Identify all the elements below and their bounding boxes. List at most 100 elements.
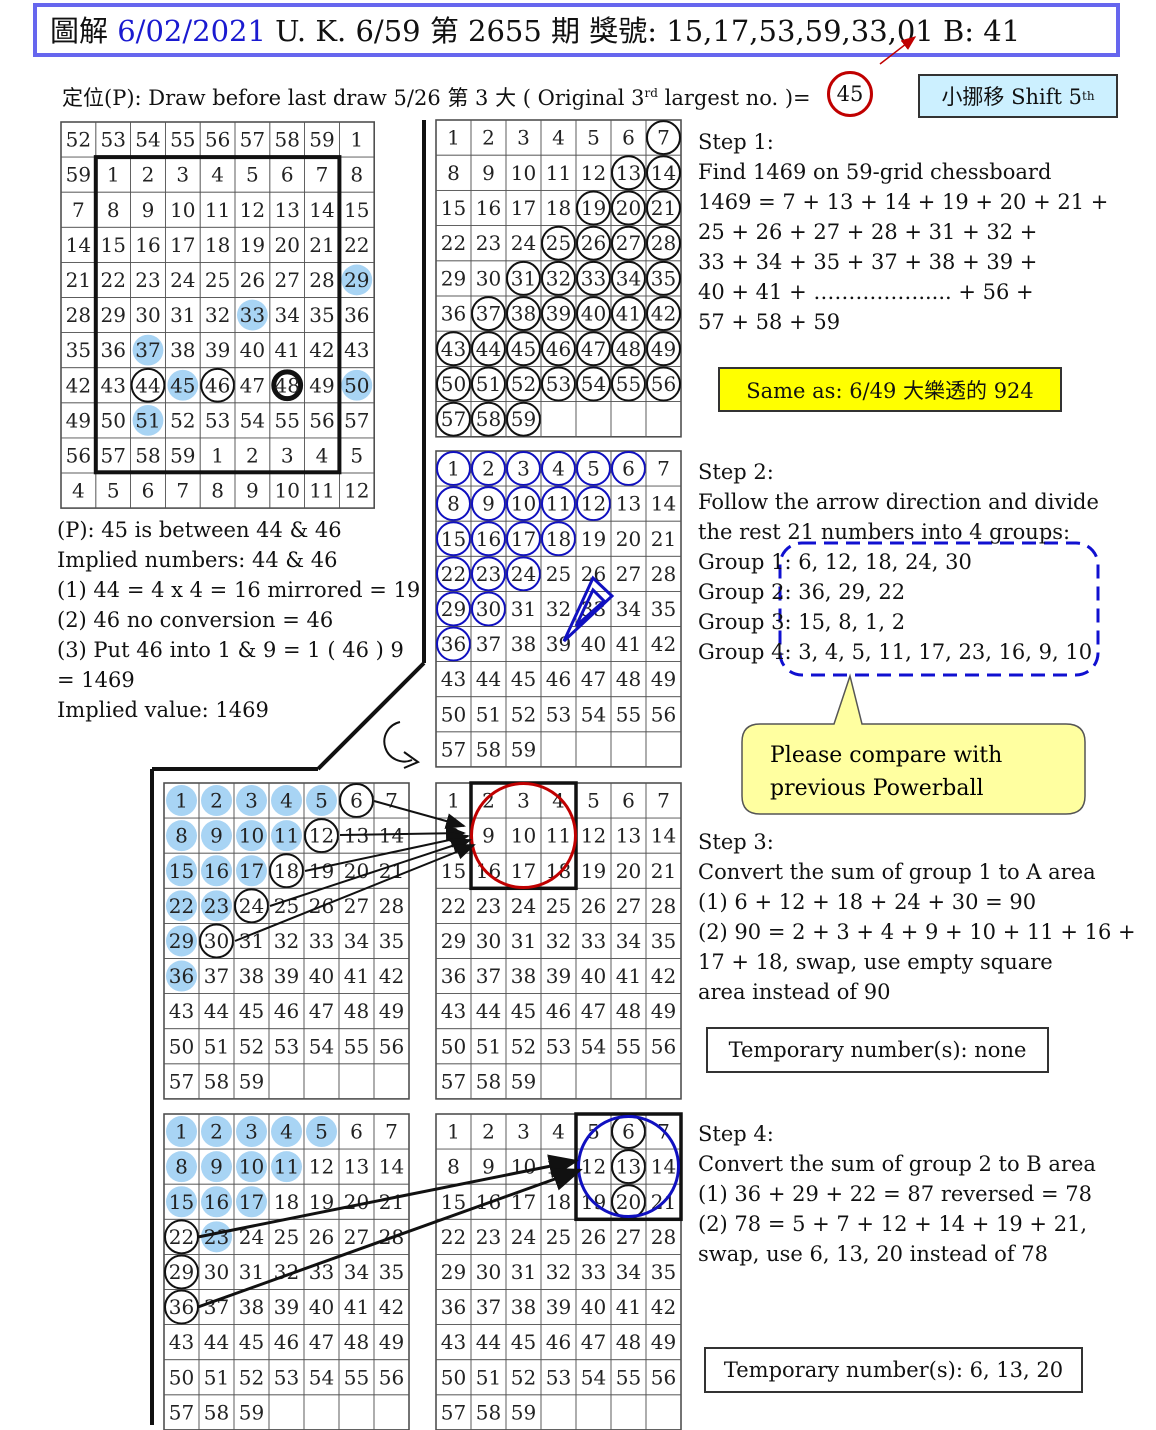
step4-line: (2) 78 = 5 + 7 + 12 + 14 + 19 + 21, bbox=[698, 1212, 1088, 1236]
cell-number: 1 bbox=[175, 1120, 188, 1144]
cell-number: 59 bbox=[511, 1069, 536, 1093]
cell-number: 59 bbox=[511, 407, 536, 431]
cell-number: 30 bbox=[204, 1260, 229, 1284]
cell-number: 50 bbox=[344, 373, 369, 397]
subtitle-tail: largest no. )= bbox=[657, 86, 811, 110]
cell-number: 8 bbox=[350, 163, 363, 187]
step3-arrow bbox=[304, 831, 470, 872]
cell-number: 3 bbox=[176, 163, 189, 187]
cell-number: 34 bbox=[274, 303, 299, 327]
ring bbox=[471, 331, 506, 367]
cell-number: 11 bbox=[546, 161, 571, 185]
cell-number: 10 bbox=[239, 824, 264, 848]
step4-arrow bbox=[197, 1167, 583, 1309]
cell-number: 15 bbox=[441, 527, 466, 551]
blue-ring bbox=[436, 556, 471, 592]
cell-number: 42 bbox=[379, 1295, 404, 1319]
ring bbox=[611, 190, 646, 226]
note-line: = 1469 bbox=[57, 668, 135, 692]
cell-number: 36 bbox=[441, 632, 466, 656]
cell-number: 46 bbox=[546, 667, 571, 691]
cell-number: 20 bbox=[616, 527, 641, 551]
cell-number: 23 bbox=[204, 894, 229, 918]
cell-number: 27 bbox=[344, 894, 369, 918]
blue-dot bbox=[271, 1151, 302, 1183]
cell-number: 59 bbox=[239, 1069, 264, 1093]
cell-number: 15 bbox=[100, 233, 125, 257]
ring bbox=[646, 366, 681, 402]
cell-number: 14 bbox=[651, 161, 676, 185]
ring bbox=[234, 888, 269, 924]
cell-number: 53 bbox=[205, 408, 230, 432]
cell-number: 49 bbox=[66, 408, 91, 432]
cell-number: 54 bbox=[309, 1365, 334, 1389]
cell-number: 46 bbox=[546, 999, 571, 1023]
cell-number: 20 bbox=[344, 1190, 369, 1214]
cell-number: 56 bbox=[651, 702, 676, 726]
blue-ring bbox=[576, 451, 611, 487]
cell-number: 12 bbox=[581, 824, 606, 848]
area-a-red-ring bbox=[470, 782, 577, 889]
cell-number: 28 bbox=[651, 894, 676, 918]
cell-number: 41 bbox=[274, 338, 299, 362]
step3-arrow bbox=[269, 838, 472, 907]
cell-number: 45 bbox=[170, 373, 195, 397]
cell-number: 18 bbox=[546, 527, 571, 551]
cell-number: 23 bbox=[476, 894, 501, 918]
p-value-circle: 45 bbox=[827, 71, 873, 117]
blue-dot bbox=[201, 1151, 232, 1183]
cell-number: 45 bbox=[239, 1330, 264, 1354]
blue-dot bbox=[236, 1116, 267, 1148]
cell-number: 21 bbox=[651, 196, 676, 220]
cell-number: 12 bbox=[309, 824, 334, 848]
cell-number: 32 bbox=[205, 303, 230, 327]
cell-number: 54 bbox=[581, 1034, 606, 1058]
cell-number: 17 bbox=[239, 859, 264, 883]
cell-number: 4 bbox=[316, 443, 329, 467]
ring bbox=[646, 331, 681, 367]
cell-number: 57 bbox=[100, 443, 125, 467]
cell-number: 44 bbox=[135, 373, 160, 397]
cell-number: 33 bbox=[581, 929, 606, 953]
cell-number: 9 bbox=[482, 824, 495, 848]
cell-number: 59 bbox=[511, 737, 536, 761]
cell-number: 49 bbox=[379, 1330, 404, 1354]
ring bbox=[164, 1289, 199, 1325]
cell-number: 47 bbox=[581, 1330, 606, 1354]
cell-number: 48 bbox=[344, 999, 369, 1023]
cell-number: 40 bbox=[581, 632, 606, 656]
cell-number: 43 bbox=[344, 338, 369, 362]
cell-number: 3 bbox=[517, 126, 530, 150]
cell-number: 4 bbox=[72, 479, 85, 503]
blue-ring bbox=[506, 556, 541, 592]
cell-number: 48 bbox=[616, 667, 641, 691]
callout-bubble bbox=[741, 673, 1086, 815]
ring bbox=[200, 367, 236, 403]
step3-arrow bbox=[373, 800, 466, 829]
cell-number: 41 bbox=[616, 964, 641, 988]
cell-number: 22 bbox=[441, 894, 466, 918]
ring bbox=[506, 366, 541, 402]
cell-number: 43 bbox=[441, 999, 466, 1023]
cell-number: 20 bbox=[274, 233, 299, 257]
step3-arrow bbox=[234, 844, 476, 942]
blue-dot bbox=[201, 820, 232, 852]
blue-dot bbox=[166, 1151, 197, 1183]
blue-dot bbox=[306, 1116, 337, 1148]
cell-number: 3 bbox=[517, 789, 530, 813]
cell-number: 35 bbox=[309, 303, 334, 327]
cell-number: 50 bbox=[441, 1365, 466, 1389]
cell-number: 23 bbox=[476, 1225, 501, 1249]
cell-number: 58 bbox=[274, 128, 299, 152]
cell-number: 53 bbox=[546, 372, 571, 396]
cell-number: 44 bbox=[204, 1330, 229, 1354]
cell-number: 24 bbox=[511, 1225, 536, 1249]
step1-line: 33 + 34 + 35 + 37 + 38 + 39 + bbox=[698, 250, 1038, 274]
blue-dot bbox=[166, 925, 197, 957]
cell-number: 11 bbox=[274, 824, 299, 848]
left-notes: (P): 45 is between 44 & 46 Implied numbe… bbox=[57, 515, 420, 725]
cell-number: 49 bbox=[651, 1330, 676, 1354]
blue-dot bbox=[166, 960, 197, 992]
